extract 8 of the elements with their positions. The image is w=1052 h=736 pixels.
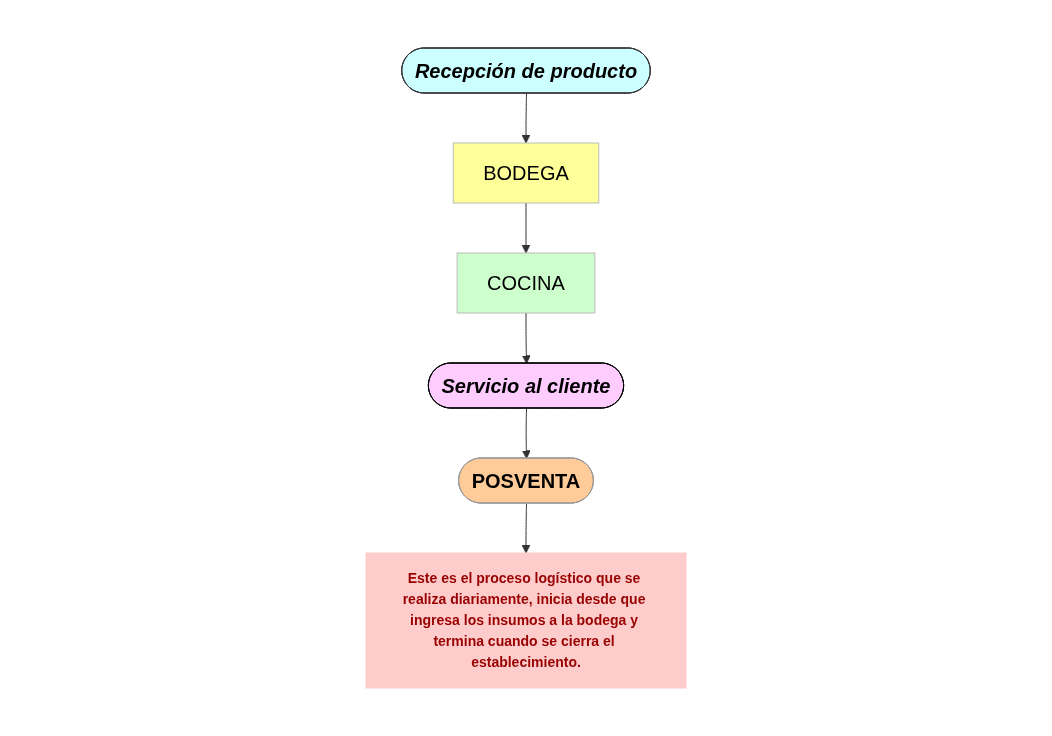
node-box: Este es el proceso logístico que se realiza diariamente, inicia desde que ingresa los insumos a la bodega y termina cuando se cierra el establecimiento. — [365, 552, 687, 689]
arrow — [521, 408, 531, 459]
arrow — [521, 93, 531, 144]
node-box: COCINA — [456, 252, 596, 314]
node-box: BODEGA — [452, 142, 600, 204]
arrow — [521, 312, 531, 364]
arrow — [521, 202, 531, 254]
arrow — [521, 503, 531, 554]
